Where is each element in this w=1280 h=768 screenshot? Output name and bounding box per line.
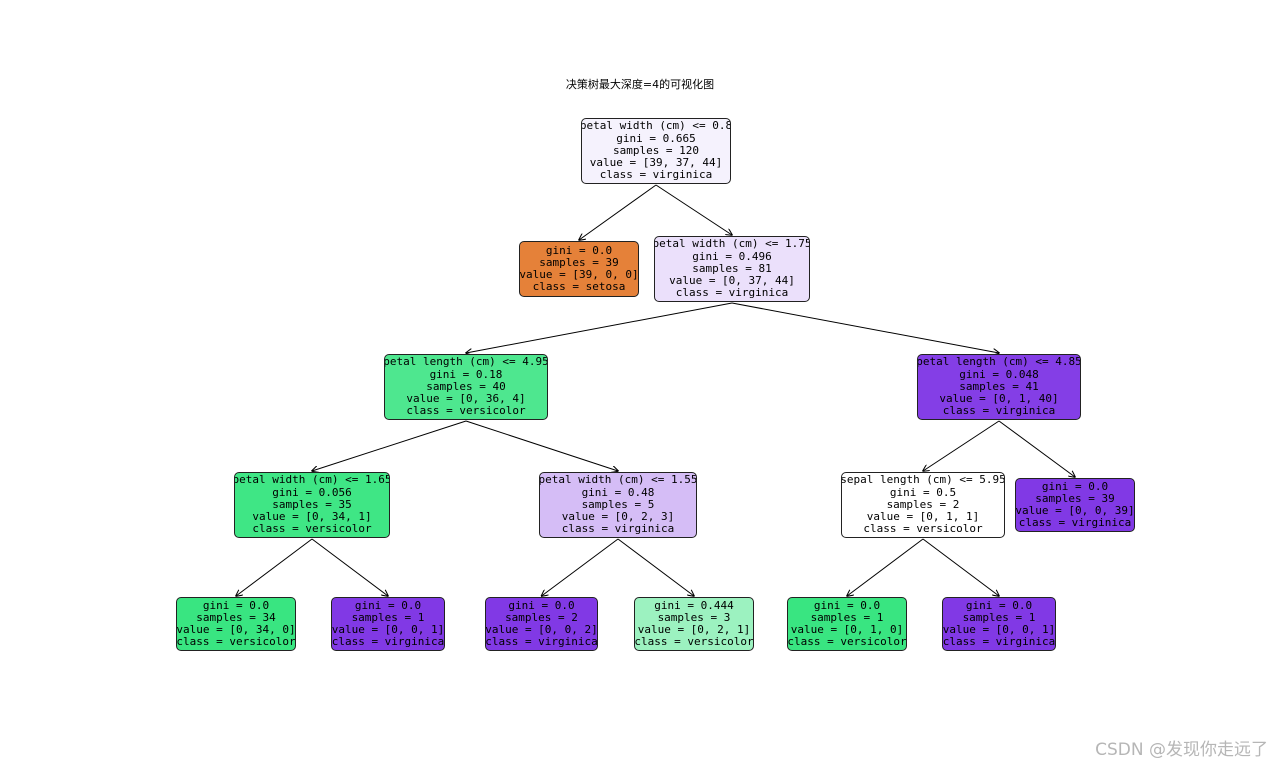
- node-text-line: value = [39, 0, 0]: [519, 268, 639, 281]
- node-text-line: gini = 0.0: [965, 598, 1033, 612]
- node-text-line: class = virginica: [331, 635, 445, 649]
- node-text-line: value = [0, 2, 1]: [637, 623, 751, 636]
- node-text-line: samples = 39: [539, 255, 619, 269]
- edge-n7-n14: [922, 538, 999, 596]
- node-text-line: value = [0, 1, 0]: [790, 623, 904, 636]
- node-text-line: value = [0, 37, 44]: [669, 274, 795, 288]
- edge-n6-n11: [542, 538, 619, 596]
- node-text-line: samples = 2: [505, 610, 578, 624]
- node-text-line: class = virginica: [485, 635, 598, 649]
- node-text-line: class = versicolor: [634, 635, 754, 649]
- node-text-line: samples = 40: [426, 379, 506, 393]
- node-text-line: samples = 1: [351, 610, 425, 624]
- node-text-line: gini = 0.665: [616, 131, 696, 145]
- node-text-line: value = [0, 0, 2]: [485, 623, 598, 636]
- chart-title: 决策树最大深度=4的可视化图: [565, 78, 715, 91]
- node-text-line: gini = 0.0: [1041, 479, 1109, 493]
- node-text-line: value = [0, 1, 1]: [866, 510, 980, 524]
- edge-n0-n1: [579, 184, 657, 240]
- node-text-line: samples = 120: [612, 143, 700, 157]
- node-text-line: samples = 1: [962, 610, 1036, 624]
- edge-n4-n8: [998, 420, 1075, 477]
- node-text-line: class = virginica: [561, 522, 675, 536]
- node-text-line: gini = 0.48: [581, 485, 655, 499]
- node-text-line: class = versicolor: [176, 635, 296, 649]
- node-text-line: gini = 0.496: [692, 249, 772, 263]
- node-text-line: value = [0, 36, 4]: [406, 392, 526, 406]
- node-text-line: gini = 0.18: [429, 367, 503, 381]
- edge-n5-n10: [311, 538, 388, 596]
- node-text-line: value = [0, 34, 0]: [176, 623, 296, 636]
- node-text-line: petal length (cm) <= 4.85: [917, 355, 1081, 369]
- edge-n2-n3: [466, 302, 733, 353]
- node-text-line: value = [0, 1, 40]: [939, 392, 1059, 406]
- node-text-line: gini = 0.048: [959, 367, 1039, 381]
- node-text-line: class = versicolor: [406, 404, 526, 418]
- node-text-line: samples = 3: [657, 610, 731, 624]
- node-text-line: petal width (cm) <= 1.75: [654, 237, 810, 251]
- node-text-line: class = versicolor: [863, 522, 983, 536]
- node-text-line: gini = 0.0: [813, 598, 881, 612]
- node-text-line: class = virginica: [599, 168, 713, 182]
- node-text-line: value = [39, 37, 44]: [589, 156, 723, 170]
- node-text-line: samples = 2: [886, 497, 960, 511]
- node-text-line: gini = 0.0: [202, 598, 270, 612]
- node-text-line: petal width (cm) <= 1.65: [234, 473, 390, 487]
- node-text-line: value = [0, 0, 1]: [942, 623, 1056, 636]
- edge-n5-n9: [236, 538, 313, 596]
- edge-n3-n5: [312, 420, 467, 471]
- node-text-line: class = versicolor: [252, 522, 372, 536]
- node-text-line: petal width (cm) <= 0.8: [581, 119, 731, 133]
- node-text-line: gini = 0.0: [508, 598, 575, 612]
- edge-n2-n4: [731, 302, 999, 353]
- node-text-line: gini = 0.444: [654, 598, 734, 612]
- edge-n3-n6: [465, 420, 618, 471]
- node-text-line: value = [0, 0, 1]: [331, 623, 445, 636]
- watermark-text: CSDN @发现你走远了: [1095, 740, 1268, 760]
- node-text-line: class = virginica: [675, 286, 789, 300]
- node-text-line: class = virginica: [942, 404, 1056, 418]
- node-text-line: samples = 34: [196, 610, 276, 624]
- node-text-line: petal length (cm) <= 4.95: [384, 355, 548, 369]
- node-text-line: gini = 0.0: [545, 243, 613, 257]
- node-text-line: value = [0, 0, 39]: [1015, 504, 1135, 517]
- edge-n7-n13: [847, 538, 924, 596]
- node-text-line: gini = 0.0: [354, 598, 422, 612]
- node-text-line: class = virginica: [942, 635, 1056, 649]
- edge-n6-n12: [617, 538, 694, 596]
- node-text-line: class = virginica: [1018, 516, 1132, 530]
- node-text-line: value = [0, 2, 3]: [561, 510, 675, 524]
- node-text-line: samples = 5: [581, 497, 655, 511]
- node-text-line: samples = 1: [810, 610, 884, 624]
- node-text-line: samples = 81: [692, 261, 772, 275]
- node-text-line: samples = 39: [1035, 491, 1115, 505]
- node-text-line: class = versicolor: [787, 635, 907, 649]
- node-text-line: sepal length (cm) <= 5.95: [841, 473, 1005, 487]
- node-text-line: value = [0, 34, 1]: [252, 510, 372, 524]
- node-text-line: samples = 41: [959, 379, 1039, 393]
- node-text-line: gini = 0.056: [272, 485, 352, 499]
- edge-n0-n2: [655, 184, 732, 235]
- node-text-line: samples = 35: [272, 497, 352, 511]
- node-text-line: gini = 0.5: [889, 485, 957, 499]
- node-text-line: class = setosa: [532, 280, 626, 294]
- node-text-line: petal width (cm) <= 1.55: [539, 473, 697, 487]
- edge-n4-n7: [923, 420, 1000, 471]
